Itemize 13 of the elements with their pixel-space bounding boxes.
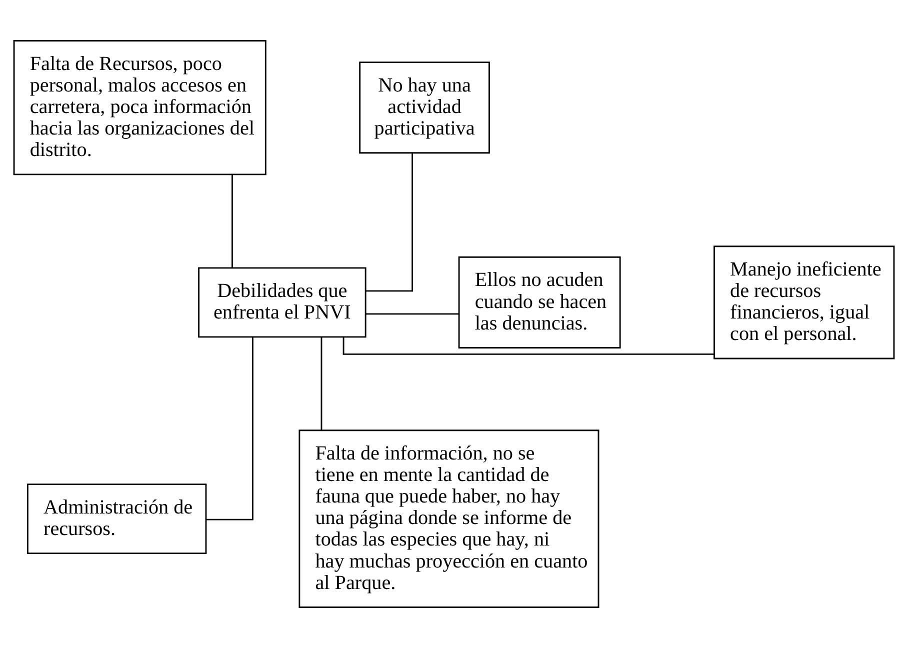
node-box: Ellos no acuden cuando se hacen las denuncias. [458,256,621,348]
connector [232,174,233,268]
connector [206,337,254,520]
node-box: Administración de recursos. [26,484,207,554]
connector [366,152,414,292]
connector [342,337,714,355]
connector [320,337,322,430]
node-box: Debilidades que enfrenta el PNVI [198,267,366,338]
node-box: Manejo ineficiente de recursos financieros, igual con el personal. [714,246,895,360]
node-box: No hay una actividad participativa [359,62,490,154]
connector [366,313,459,315]
node-box: Falta de información, no se tiene en mente la cantidad de fauna que puede haber, no hay una página donde se informe de todas las especies que hay, ni hay muchas proyección en cuanto al Parque. [298,430,600,608]
node-box: Falta de Recursos, poco personal, malos accesos en carretera, poca información hacia las organizaciones del distrito. [13,40,266,176]
